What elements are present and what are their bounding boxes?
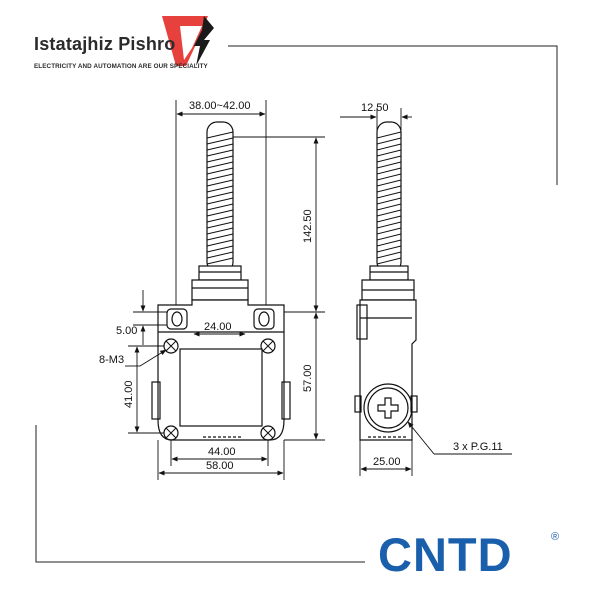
dim-body-depth: 25.00	[373, 456, 401, 468]
dim-hole-spacing-bottom: 44.00	[208, 446, 236, 458]
brand-name: Istatajhiz Pishro	[34, 34, 176, 54]
registered-mark: ®	[551, 531, 560, 543]
front-dimension-lines	[125, 100, 325, 480]
side-rod	[376, 121, 402, 273]
brand-tagline: ELECTRICITY AND AUTOMATION ARE OUR SPECI…	[34, 63, 208, 70]
side-dimension-lines	[340, 108, 512, 476]
dim-screw-spec: 8-M3	[99, 354, 124, 366]
side-view	[354, 121, 418, 441]
dim-conduit-spec: 3 x P.G.11	[453, 441, 503, 453]
dim-hole-vertical: 41.00	[123, 380, 135, 408]
front-view	[151, 121, 291, 441]
frame-lines	[35, 45, 558, 563]
dim-body-height: 57.00	[302, 364, 314, 392]
front-rod	[206, 121, 234, 273]
dim-total-width: 38.00~42.00	[189, 100, 250, 112]
brand-swoosh-icon	[162, 16, 214, 66]
cntd-logo: CNTD	[378, 528, 513, 581]
dim-mount-spacing: 24.00	[204, 321, 232, 333]
dimension-labels: 38.00~42.00 142.50 57.00 24.00 5.00 8-M3…	[99, 100, 503, 472]
dim-slot-offset: 5.00	[116, 325, 137, 337]
dim-rod-diameter: 12.50	[361, 102, 389, 114]
dim-base-width: 58.00	[206, 460, 234, 472]
dim-rod-length: 142.50	[302, 209, 314, 243]
